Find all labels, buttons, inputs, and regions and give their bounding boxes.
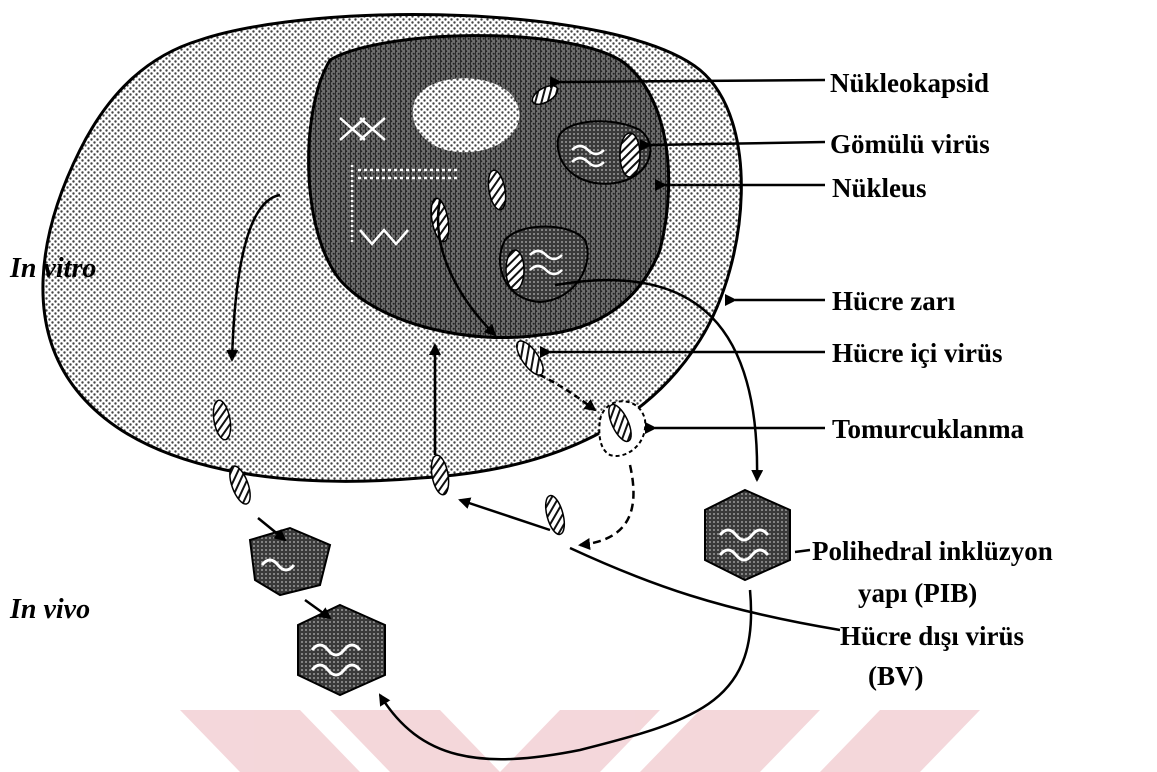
label-pib-line1: Polihedral inklüzyon	[812, 536, 1053, 566]
label-budding: Tomurcuklanma	[832, 414, 1025, 444]
label-in-vivo: In vivo	[9, 594, 90, 625]
label-bv-line2: (BV)	[868, 661, 924, 691]
label-intracellular-virus: Hücre içi virüs	[832, 338, 1002, 368]
ingested-pib	[298, 605, 385, 695]
label-nucleocapsid: Nükleokapsid	[830, 68, 989, 98]
virogenic-stroma	[413, 78, 520, 152]
label-occluded-virus: Gömülü virüs	[830, 129, 990, 159]
watermark-band	[180, 710, 980, 772]
dissolving-pib	[250, 528, 330, 595]
label-cell-membrane: Hücre zarı	[832, 286, 956, 316]
label-pib-line2: yapı (PIB)	[858, 578, 977, 608]
polyhedral-inclusion-body	[705, 490, 790, 580]
label-bv-line1: Hücre dışı virüs	[840, 621, 1024, 651]
budding-virus	[599, 401, 645, 456]
label-in-vitro: In vitro	[9, 253, 96, 284]
label-nucleus: Nükleus	[832, 173, 927, 203]
